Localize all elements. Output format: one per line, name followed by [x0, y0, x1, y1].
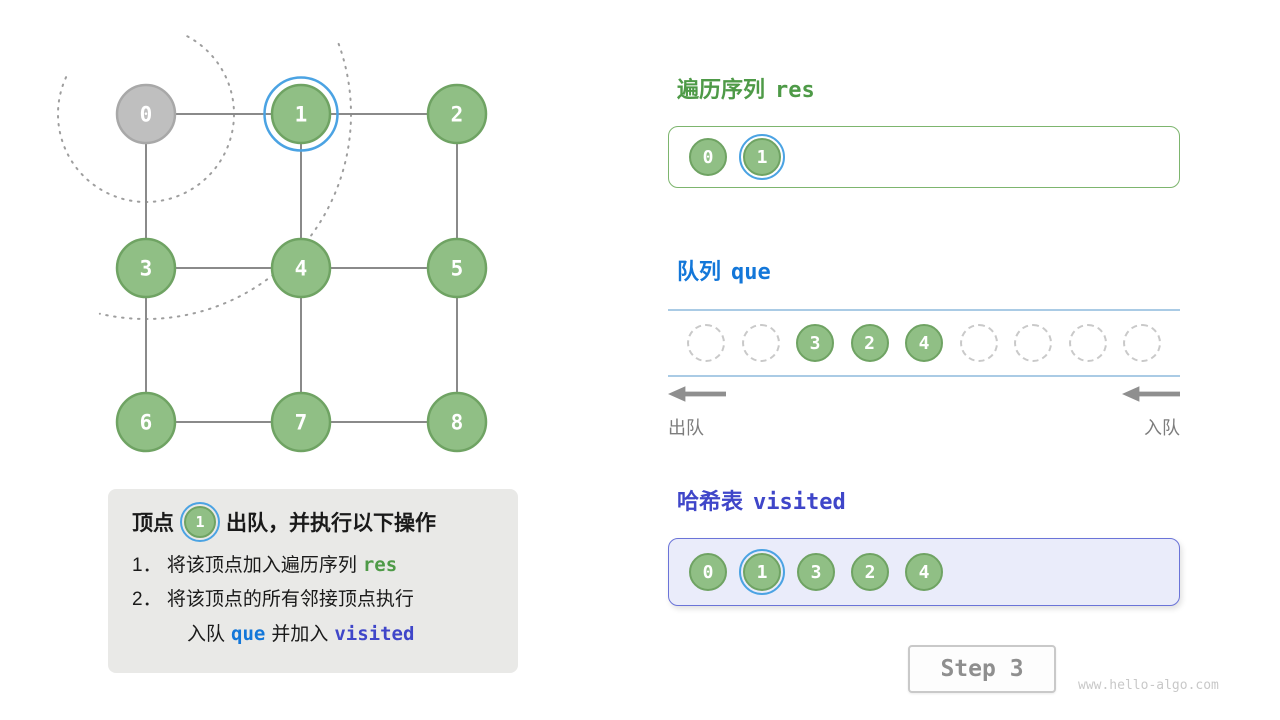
node-chip-1: 1 [739, 134, 785, 180]
graph-node-5: 5 [426, 237, 488, 299]
info-title: 顶点 1 出队，并执行以下操作 [132, 502, 494, 542]
dequeue-label: 出队 [668, 418, 704, 438]
node-chip-4: 4 [905, 553, 943, 591]
queue-slot-empty [959, 324, 998, 362]
info-step-2: 2． 将该顶点的所有邻接顶点执行 [132, 583, 494, 617]
que-code: que [231, 623, 266, 645]
info-title-pre: 顶点 [132, 512, 174, 535]
que-title-zh: 队列 [677, 259, 722, 284]
node-chip-2: 2 [851, 553, 889, 591]
svg-text:8: 8 [451, 410, 464, 434]
svg-text:4: 4 [295, 256, 308, 280]
watermark: www.hello-algo.com [1078, 678, 1219, 693]
queue-slot-empty [1123, 324, 1161, 362]
graph-node-8: 8 [426, 391, 488, 453]
step-indicator: Step 3 [908, 645, 1056, 693]
res-title-zh: 遍历序列 [677, 77, 766, 102]
node-chip-current: 1 [180, 502, 220, 542]
info-step-2b-pre: 入队 [187, 624, 226, 645]
svg-text:0: 0 [140, 102, 153, 126]
visited-title-zh: 哈希表 [677, 489, 744, 514]
node-chip-1: 1 [739, 549, 785, 595]
queue-slot-empty [687, 324, 725, 362]
svg-text:6: 6 [140, 410, 153, 434]
node-chip-3: 3 [797, 553, 835, 591]
info-step-1-text: 1． 将该顶点加入遍历序列 [132, 555, 357, 576]
queue-arrows [668, 386, 1180, 402]
res-title-code: res [775, 78, 815, 103]
graph-node-0: 0 [115, 83, 177, 145]
svg-text:1: 1 [295, 102, 308, 126]
enqueue-label: 入队 [1144, 418, 1180, 438]
visited-code: visited [334, 623, 415, 645]
info-step-2b-mid: 并加入 [271, 624, 329, 645]
info-title-post: 出队，并执行以下操作 [226, 512, 436, 535]
node-chip-3: 3 [796, 324, 834, 362]
queue-slot-empty [741, 324, 780, 362]
node-chip-2: 2 [850, 324, 889, 362]
node-chip-4: 4 [905, 324, 943, 362]
svg-text:2: 2 [451, 102, 464, 126]
bfs-frontier-arc [98, 42, 352, 320]
graph-node-3: 3 [115, 237, 177, 299]
queue-labels: 出队 入队 [668, 414, 1180, 440]
res-panel-title: 遍历序列 res [677, 72, 815, 104]
dequeue-arrow-icon [668, 386, 726, 402]
graph-canvas: 0 1 2 3 4 5 6 7 8 [57, 35, 488, 453]
queue-slot-empty [1014, 324, 1052, 362]
svg-text:3: 3 [140, 256, 153, 280]
node-chip-0: 0 [689, 138, 727, 176]
queue-slot-empty [1068, 324, 1107, 362]
highlight-ring-icon [263, 76, 339, 152]
bfs-frontier-arc [57, 35, 235, 203]
visited-title-code: visited [753, 490, 846, 515]
que-title-code: que [731, 260, 771, 285]
graph-node-7: 7 [270, 391, 332, 453]
svg-text:5: 5 [451, 256, 464, 280]
visited-panel-title: 哈希表 visited [677, 484, 846, 516]
graph-node-1: 1 [263, 76, 339, 152]
info-step-2-text: 2． 将该顶点的所有邻接顶点执行 [132, 589, 414, 610]
queue-panel-title: 队列 que [677, 254, 771, 286]
enqueue-arrow-icon [1122, 386, 1180, 402]
graph-node-4: 4 [270, 237, 332, 299]
node-chip-0: 0 [689, 553, 727, 591]
graph-node-2: 2 [426, 83, 488, 145]
svg-text:7: 7 [295, 410, 308, 434]
res-code: res [362, 554, 398, 576]
graph-node-6: 6 [115, 391, 177, 453]
